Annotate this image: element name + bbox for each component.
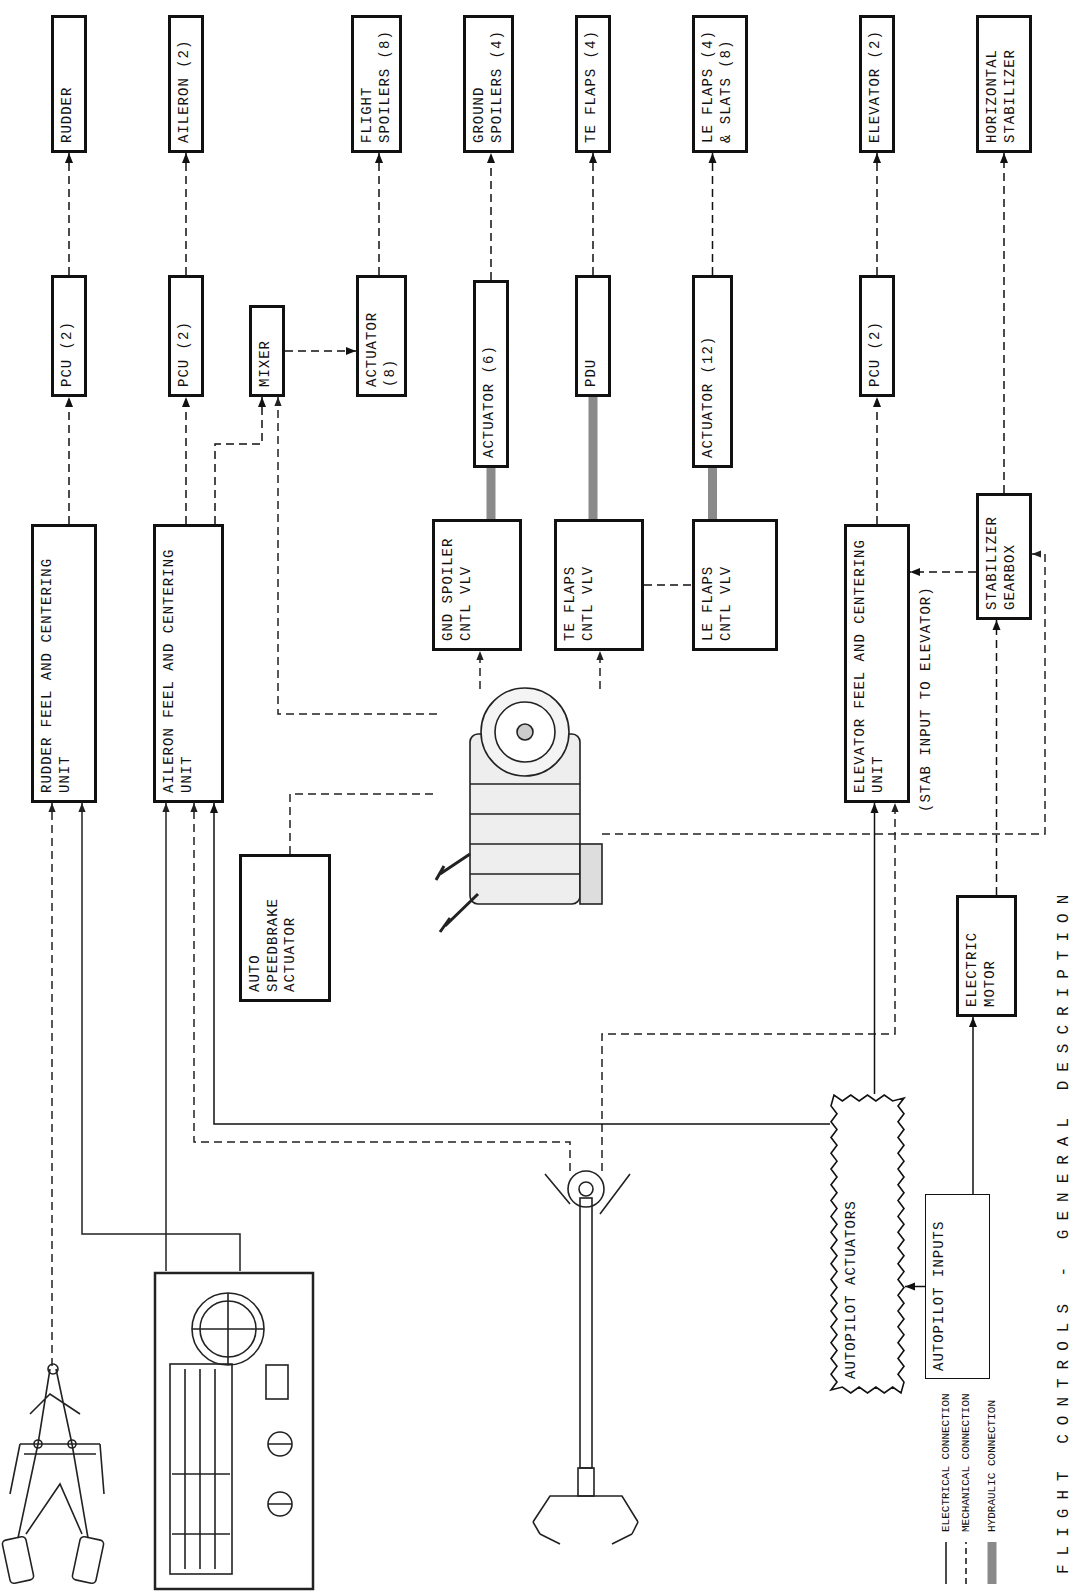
electrical-line: [972, 1017, 974, 1194]
rudder-pedals: [2, 1364, 105, 1584]
component-box: STABILIZER GEARBOX: [976, 493, 1032, 620]
box-label: ACTUATOR (6): [481, 290, 499, 458]
legend-row: MECHANICAL CONNECTION: [956, 1393, 976, 1586]
mechanical-link: [490, 153, 492, 280]
control-mechanism: [436, 688, 602, 932]
component-box: PCU (2): [51, 275, 87, 397]
box-label: ELECTRIC MOTOR: [964, 905, 999, 1007]
component-box: AUTOPILOT INPUTS: [925, 1194, 990, 1379]
component-box: MIXER: [249, 305, 285, 397]
component-box: RUDDER FEEL AND CENTERING UNIT: [31, 524, 97, 803]
component-box: GND SPOILER CNTL VLV: [432, 519, 522, 651]
hydraulic-line: [487, 468, 496, 519]
box-label: HORIZONTAL STABILIZER: [984, 25, 1019, 143]
mechanical-link: [712, 153, 714, 275]
component-box: HORIZONTAL STABILIZER: [976, 15, 1032, 153]
component-box: PCU (2): [859, 275, 895, 397]
box-label: STABILIZER GEARBOX: [984, 503, 1019, 610]
component-box: AILERON (2): [168, 15, 204, 153]
mechanical-link: [876, 397, 878, 524]
component-box: ELEVATOR (2): [859, 15, 895, 153]
control-stand: [155, 1273, 313, 1589]
electrical-line: [874, 803, 876, 1094]
box-label: PDU: [583, 285, 601, 387]
box-label: ELEVATOR (2): [867, 25, 885, 143]
box-label: FLIGHT SPOILERS (8): [359, 25, 394, 143]
box-label: PCU (2): [176, 285, 194, 387]
box-label: ACTUATOR (12): [700, 285, 718, 458]
mechanical-link: [185, 153, 187, 275]
box-label: PCU (2): [867, 285, 885, 387]
mechanical-link: [592, 153, 594, 275]
box-label: AUTOPILOT ACTUATORS: [843, 1109, 861, 1379]
component-box: ELECTRIC MOTOR: [956, 895, 1017, 1017]
legend-text: MECHANICAL CONNECTION: [960, 1393, 972, 1532]
control-column: [533, 1171, 638, 1544]
component-box: FLIGHT SPOILERS (8): [351, 15, 402, 153]
hydraulic-line: [708, 468, 717, 519]
autopilot-actuator-box: AUTOPILOT ACTUATORS: [830, 1094, 905, 1394]
box-label: AUTOPILOT INPUTS: [931, 1202, 949, 1371]
component-box: RUDDER: [51, 15, 87, 153]
component-box: ACTUATOR (8): [356, 275, 407, 397]
diagram-title: FLIGHT CONTROLS - GENERAL DESCRIPTION: [1055, 886, 1073, 1574]
component-box: ACTUATOR (12): [692, 275, 733, 468]
mechanical-link: [876, 153, 878, 275]
box-label: AILERON (2): [176, 25, 194, 143]
note-label: (STAB INPUT TO ELEVATOR): [918, 584, 934, 814]
zigzag-outline: [830, 1094, 905, 1394]
box-label: LE FLAPS CNTL VLV: [700, 529, 735, 641]
component-box: TE FLAPS CNTL VLV: [554, 519, 644, 651]
component-box: GROUND SPOILERS (4): [463, 15, 514, 153]
mechanical-link: [910, 571, 976, 573]
legend: ELECTRICAL CONNECTION MECHANICAL CONNECTI…: [936, 1393, 1002, 1586]
mechanical-link: [1003, 153, 1005, 493]
box-label: TE FLAPS (4): [583, 25, 601, 143]
mechanical-link: [378, 153, 380, 275]
box-label: ACTUATOR (8): [364, 285, 399, 387]
component-box: ACTUATOR (6): [473, 280, 509, 468]
component-box: TE FLAPS (4): [575, 15, 611, 153]
component-box: ELEVATOR FEEL AND CENTERING UNIT: [844, 524, 910, 803]
component-box: AILERON FEEL AND CENTERING UNIT: [153, 524, 224, 803]
box-label: GND SPOILER CNTL VLV: [440, 529, 475, 641]
mechanical-link: [644, 584, 692, 586]
box-label: RUDDER: [59, 25, 77, 143]
mechanical-link: [68, 397, 70, 524]
electrical-line: [905, 1286, 925, 1288]
legend-sample: [959, 1540, 973, 1586]
component-box: AUTO SPEEDBRAKE ACTUATOR: [239, 854, 331, 1002]
hydraulic-line: [589, 397, 598, 519]
component-box: LE FLAPS CNTL VLV: [692, 519, 778, 651]
box-label: AILERON FEEL AND CENTERING UNIT: [161, 534, 196, 793]
box-label: PCU (2): [59, 285, 77, 387]
mechanical-link: [996, 620, 998, 895]
mechanical-link: [185, 397, 187, 524]
mechanical-link: [68, 153, 70, 275]
mechanical-link: [285, 350, 356, 352]
mechanical-link: [215, 397, 262, 524]
component-box: PDU: [575, 275, 611, 397]
legend-row: ELECTRICAL CONNECTION: [936, 1393, 956, 1586]
box-label: GROUND SPOILERS (4): [471, 25, 506, 143]
box-label: TE FLAPS CNTL VLV: [562, 529, 597, 641]
legend-text: HYDRAULIC CONNECTION: [986, 1400, 998, 1532]
component-box: LE FLAPS (4) & SLATS (8): [692, 15, 748, 153]
box-label: AUTO SPEEDBRAKE ACTUATOR: [247, 864, 300, 992]
electrical-line: [214, 803, 830, 1124]
box-label: MIXER: [257, 315, 275, 387]
legend-sample: [939, 1540, 953, 1586]
component-box: PCU (2): [168, 275, 204, 397]
legend-text: ELECTRICAL CONNECTION: [940, 1393, 952, 1532]
box-label: RUDDER FEEL AND CENTERING UNIT: [39, 534, 74, 793]
zigzag-path: [831, 1095, 904, 1393]
box-label: ELEVATOR FEEL AND CENTERING UNIT: [852, 534, 887, 793]
legend-row: HYDRAULIC CONNECTION: [982, 1393, 1002, 1586]
legend-sample: [985, 1540, 999, 1586]
box-label: LE FLAPS (4) & SLATS (8): [700, 25, 735, 143]
